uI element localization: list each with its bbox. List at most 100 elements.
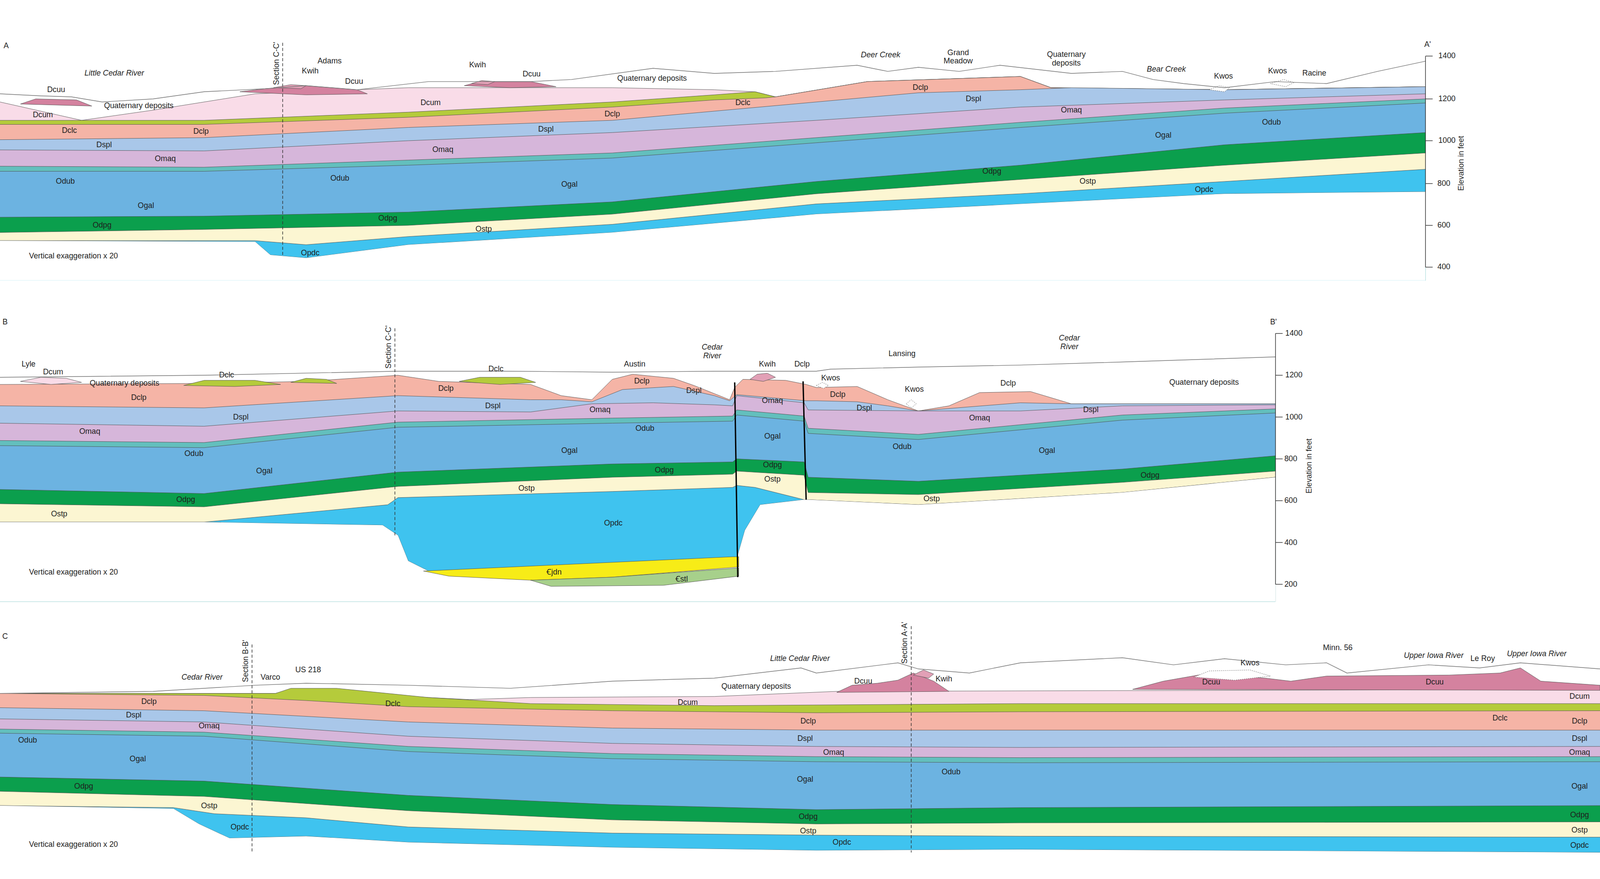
section-label: Quaternary deposits bbox=[103, 101, 174, 111]
rock-unit bbox=[0, 152, 1426, 281]
section-label: Kwos bbox=[904, 385, 924, 395]
section-label: Elevation in feet bbox=[1457, 135, 1466, 192]
rock-unit bbox=[0, 374, 1276, 603]
section-label: Odub bbox=[635, 424, 655, 434]
section-label: Dcuu bbox=[1202, 678, 1221, 688]
axis-tick bbox=[1275, 374, 1283, 376]
section-label: US 218 bbox=[295, 665, 322, 675]
rock-unit bbox=[0, 471, 1276, 603]
axis-tick bbox=[1425, 266, 1433, 268]
section-label: Ostp bbox=[923, 494, 941, 504]
section-label: Odpg bbox=[982, 167, 1002, 176]
section-label: Dclc bbox=[218, 371, 235, 381]
section-label: Varco bbox=[260, 673, 281, 683]
land-surface bbox=[0, 357, 1276, 378]
rock-unit bbox=[0, 413, 1276, 602]
section-label: Ostp bbox=[764, 475, 781, 484]
section-label: Dspl bbox=[1571, 734, 1588, 744]
section-label: Deer Creek bbox=[861, 50, 901, 60]
section-label: Odpg bbox=[798, 813, 819, 822]
section-label: Dcum bbox=[32, 111, 53, 120]
section-label: Le Roy bbox=[1470, 655, 1495, 664]
section-label: Dcuu bbox=[1425, 678, 1445, 688]
rock-lens bbox=[20, 377, 82, 385]
section-label: Omaq bbox=[823, 748, 845, 758]
rock-unit bbox=[0, 693, 1600, 879]
section-label: Austin bbox=[623, 360, 646, 369]
section-label: Dcum bbox=[677, 698, 698, 708]
section-label: 1200 bbox=[1438, 94, 1456, 104]
fault-line bbox=[803, 381, 807, 500]
section-label: B' bbox=[1270, 318, 1277, 327]
land-surface bbox=[0, 61, 1426, 103]
section-label: Dclp bbox=[912, 83, 929, 93]
contact-line bbox=[0, 805, 1600, 838]
section-label: Ostp bbox=[800, 827, 817, 837]
axis-tick bbox=[1425, 140, 1433, 141]
section-label: Opdc bbox=[832, 838, 852, 848]
rock-lens bbox=[471, 80, 495, 85]
dotted-deposit bbox=[906, 399, 917, 408]
section-label: Quaternary deposits bbox=[617, 74, 687, 83]
section-line bbox=[251, 644, 252, 853]
section-label: Ostp bbox=[1571, 826, 1588, 835]
section-label: Dclp bbox=[438, 384, 454, 394]
section-label: Odpg bbox=[176, 495, 196, 505]
section-label: Omaq bbox=[1569, 748, 1591, 758]
section-label: Dspl bbox=[538, 125, 554, 135]
section-label: Ogal bbox=[764, 432, 781, 442]
rock-lens bbox=[749, 373, 776, 382]
contact-line bbox=[0, 733, 1600, 763]
section-label: Kwos bbox=[1268, 67, 1287, 77]
section-label: Quaternary deposits bbox=[1035, 50, 1097, 68]
section-label: Opdc bbox=[301, 248, 320, 258]
section-label: Section C-C' bbox=[272, 41, 282, 85]
section-label: Bear Creek bbox=[1146, 65, 1186, 74]
axis-tick bbox=[1275, 417, 1283, 418]
section-label: Cedar River bbox=[1053, 334, 1085, 352]
rock-unit bbox=[0, 86, 1426, 281]
section-label: Dcum bbox=[420, 98, 441, 108]
blank-ground bbox=[0, 805, 1600, 879]
section-label: Upper Iowa River bbox=[1403, 652, 1464, 661]
section-label: 1400 bbox=[1438, 51, 1456, 61]
rock-unit bbox=[0, 102, 1426, 281]
section-label: Omaq bbox=[1060, 106, 1082, 115]
rock-unit bbox=[0, 456, 1276, 603]
section-label: Dclc bbox=[488, 365, 504, 375]
section-label: Upper Iowa River bbox=[1507, 649, 1567, 659]
section-label: Omaq bbox=[154, 155, 176, 164]
section-label: Ogal bbox=[1571, 782, 1588, 792]
rock-unit bbox=[0, 477, 1276, 602]
section-label: Dclc bbox=[1492, 714, 1508, 723]
rock-unit bbox=[0, 791, 1600, 879]
section-label: C bbox=[2, 632, 8, 642]
section-label: Opdc bbox=[1570, 841, 1590, 851]
section-label: Odub bbox=[892, 442, 912, 452]
axis-tick bbox=[1425, 98, 1433, 100]
section-line bbox=[910, 626, 912, 853]
section-label: Kwih bbox=[935, 675, 953, 685]
section-label: Dspl bbox=[125, 711, 142, 720]
fault-line bbox=[734, 382, 738, 578]
rock-unit bbox=[0, 708, 1600, 879]
section-label: Dcuu bbox=[522, 70, 541, 80]
section-label: Kwih bbox=[469, 61, 487, 70]
section-label: Dcum bbox=[1569, 692, 1590, 702]
section-label: Dspl bbox=[797, 734, 813, 744]
section-label: Vertical exaggeration x 20 bbox=[29, 251, 119, 261]
section-label: Dclp bbox=[1000, 379, 1017, 388]
section-label: Dspl bbox=[1083, 405, 1099, 415]
section-label: Odpg bbox=[762, 460, 782, 470]
section-label: Odub bbox=[56, 177, 76, 186]
section-label: Vertical exaggeration x 20 bbox=[29, 840, 119, 850]
rock-unit bbox=[0, 76, 1426, 281]
section-label: Dcuu bbox=[854, 677, 873, 686]
section-label: 400 bbox=[1284, 538, 1298, 548]
section-label: Omaq bbox=[198, 722, 220, 732]
section-label: Kwos bbox=[1214, 72, 1233, 81]
contact-line bbox=[0, 413, 1276, 448]
section-label: Lyle bbox=[21, 360, 36, 369]
section-label: Quaternary deposits bbox=[89, 379, 160, 388]
section-label: Kwos bbox=[821, 374, 840, 384]
